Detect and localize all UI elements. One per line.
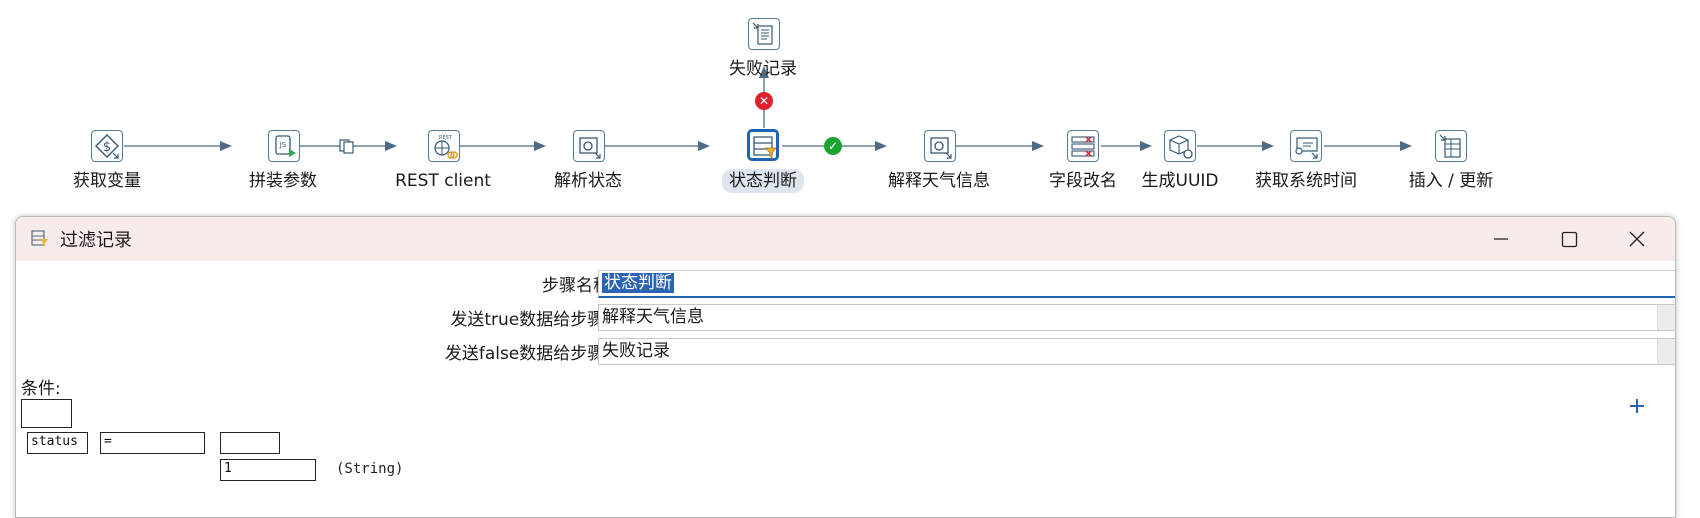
json-input-icon[interactable] [924,130,956,162]
step-label-gen-uuid: 生成UUID [1141,171,1219,191]
system-info-icon[interactable] [1290,130,1322,162]
filter-rows-icon[interactable] [747,129,779,161]
filter-rows-icon [30,229,50,253]
svg-text:REST: REST [439,135,453,141]
step-label-parse-weather: 解释天气信息 [888,171,990,191]
json-input-icon[interactable] [573,130,605,162]
step-label-fail-log: 失败记录 [729,59,797,79]
step-label-parse-status: 解析状态 [554,171,622,191]
condition-label: 条件: [21,379,61,399]
condition-negate-box[interactable] [21,399,72,428]
condition-field[interactable]: status [27,432,88,454]
dialog-titlebar[interactable]: 过滤记录 [16,217,1675,261]
variable-dollar-icon[interactable]: $ [91,130,123,162]
error-x-icon: ✕ [755,92,773,110]
step-label-build-params: 拼装参数 [249,171,317,191]
uuid-cube-icon[interactable] [1164,130,1196,162]
select-values-icon[interactable] [1067,130,1099,162]
dropdown-button[interactable] [1657,305,1675,330]
maximize-icon[interactable] [1535,217,1603,261]
step-label-get-variables: 获取变量 [73,171,141,191]
minimize-icon[interactable] [1467,217,1535,261]
text-file-output-icon[interactable] [748,18,780,50]
true-target-select[interactable]: 解释天气信息 [598,304,1675,331]
plus-icon[interactable] [1628,397,1646,419]
step-name-label: 步骤名称 [542,276,610,296]
condition-value-type: (String) [336,461,404,477]
step-label-rename-fields: 字段改名 [1049,171,1117,191]
false-target-select[interactable]: 失败记录 [598,338,1675,365]
insert-update-table-icon[interactable] [1435,130,1467,162]
step-name-input[interactable]: 状态判断 [598,270,1675,298]
filter-rows-dialog: 过滤记录 步骤名称 状态判断 发送true数据给步骤: 解释天气信息 发送fal… [15,216,1676,518]
copy-rows-icon [338,137,356,159]
transformation-canvas[interactable]: $ JS REST ✓ ✕ 获取变量 拼装参数 REST client 解析状态… [0,0,1700,215]
svg-text:$: $ [103,140,111,155]
script-js-icon[interactable]: JS [268,130,300,162]
true-target-label: 发送true数据给步骤: [450,310,610,330]
dialog-title: 过滤记录 [60,230,132,251]
false-target-label: 发送false数据给步骤: [444,344,610,364]
condition-operator[interactable]: = [100,432,205,454]
svg-text:JS: JS [279,141,287,149]
dropdown-button[interactable] [1657,339,1675,364]
step-label-status-judge: 状态判断 [722,169,804,193]
rest-globe-icon[interactable]: REST [428,130,460,162]
condition-value[interactable]: 1 [220,459,316,481]
step-label-insert-update: 插入 / 更新 [1408,171,1494,191]
step-label-get-sys-time: 获取系统时间 [1255,171,1357,191]
condition-compare-field[interactable] [220,432,280,454]
close-icon[interactable] [1603,217,1671,261]
success-check-icon: ✓ [824,137,842,155]
step-label-rest-client: REST client [395,171,491,191]
